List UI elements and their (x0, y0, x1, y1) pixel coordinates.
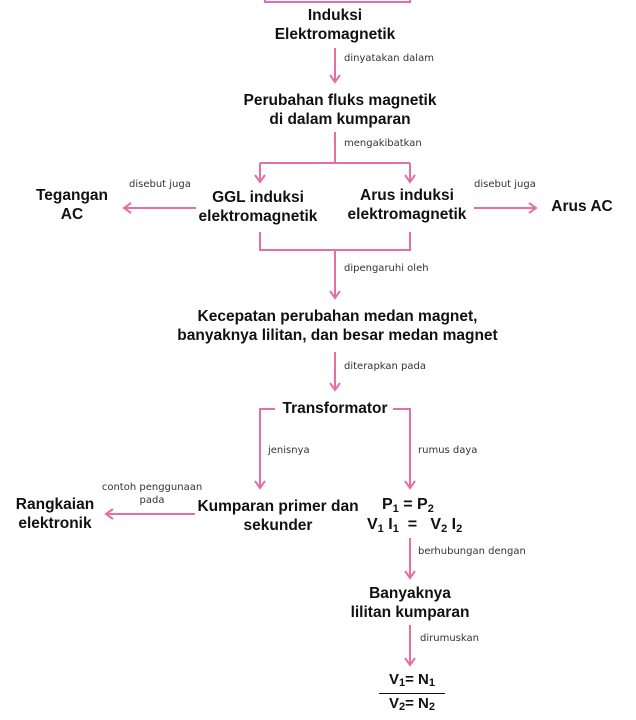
arrowhead (329, 382, 341, 392)
node-ggl: GGL induksi elektromagnetik (186, 188, 330, 226)
label-text: disebut juga (474, 179, 536, 190)
label-rumus-daya: rumus daya (418, 444, 477, 457)
arrowhead (404, 174, 416, 184)
node-text: di dalam kumparan (269, 111, 411, 128)
node-text: Induksi (307, 7, 363, 24)
arrow-line (259, 232, 411, 251)
node-perubahan-fluks: Perubahan fluks magnetik di dalam kumpar… (215, 91, 465, 129)
label-berhubungan: berhubungan dengan (418, 545, 526, 558)
node-kecepatan: Kecepatan perubahan medan magnet, banyak… (150, 307, 525, 345)
node-text: elektromagnetik (347, 206, 467, 223)
node-text: lilitan kumparan (350, 604, 470, 621)
label-text: pada (139, 495, 165, 506)
node-text: Kumparan primer dan (197, 498, 359, 515)
arrowhead (329, 290, 341, 300)
power-equation: P1 = P2 (382, 495, 434, 519)
arrow-line (393, 408, 411, 488)
node-text: Arus AC (551, 198, 613, 215)
label-dirumuskan: dirumuskan (420, 632, 479, 645)
formula-sub: 1 (392, 523, 399, 535)
arrowhead (122, 202, 132, 214)
label-text: dinyatakan dalam (344, 53, 434, 64)
node-transformator: Transformator (275, 399, 395, 418)
formula-part: V (367, 516, 378, 533)
formula-sub: 2 (427, 503, 434, 515)
node-text: Tegangan (35, 187, 109, 204)
label-text: disebut juga (129, 179, 191, 190)
label-mengakibatkan: mengakibatkan (344, 137, 422, 150)
node-text: sekunder (243, 517, 313, 534)
label-text: jenisnya (268, 445, 310, 456)
node-arus-ac: Arus AC (542, 197, 622, 216)
ratio-numerator: V1= N1 (379, 671, 445, 692)
arrowhead (404, 480, 416, 490)
formula-sub: 2 (399, 701, 406, 713)
formula-sub: 2 (456, 523, 463, 535)
node-text: GGL induksi (212, 189, 304, 206)
label-text: rumus daya (418, 445, 478, 456)
fraction-bar (379, 693, 445, 694)
formula-sub: 2 (428, 701, 436, 713)
formula-part: P (382, 496, 393, 513)
formula-sub: 1 (428, 677, 436, 689)
node-text: Kecepatan perubahan medan magnet, (197, 308, 478, 325)
label-text: berhubungan dengan (418, 546, 526, 557)
node-text: Perubahan fluks magnetik (243, 92, 437, 109)
ratio-formula: V1= N1 V2= N2 (379, 671, 445, 716)
node-text: AC (60, 206, 84, 223)
formula-part: = N (405, 671, 429, 688)
formula-part: I (383, 516, 393, 533)
formula-part: V (388, 671, 399, 688)
arrow-line (259, 408, 275, 488)
node-text: Transformator (282, 400, 388, 417)
label-text: mengakibatkan (344, 138, 422, 149)
label-jenisnya: jenisnya (268, 444, 310, 457)
node-rangkaian: Rangkaian elektronik (5, 495, 105, 533)
formula-sub: 1 (392, 503, 399, 515)
formula-part: = N (405, 695, 429, 712)
node-induksi: Induksi Elektromagnetik (250, 6, 420, 44)
node-text: Arus induksi (360, 187, 454, 204)
label-text: diterapkan pada (344, 361, 426, 372)
formula-sub: 1 (399, 677, 406, 689)
formula-sub: 2 (441, 523, 448, 535)
label-text: dirumuskan (420, 633, 479, 644)
arrowhead (254, 174, 266, 184)
label-diterapkan: diterapkan pada (344, 360, 426, 373)
label-dinyatakan: dinyatakan dalam (344, 52, 434, 65)
arrowhead (254, 480, 266, 490)
voltage-equation: V1 I1 = V2 I2 (367, 515, 462, 539)
arrowhead (329, 74, 341, 84)
arrowhead (528, 202, 538, 214)
label-text: dipengaruhi oleh (344, 263, 429, 274)
node-text: elektronik (18, 515, 92, 532)
top-bracket-line (264, 0, 411, 3)
formula-part: I (447, 516, 457, 533)
formula-sub: 1 (377, 523, 384, 535)
arrowhead (404, 570, 416, 580)
label-contoh: contoh penggunaan pada (96, 481, 208, 507)
label-disebut-kanan: disebut juga (474, 178, 536, 191)
node-tegangan-ac: Tegangan AC (22, 186, 122, 224)
formula-part: V (388, 695, 399, 712)
node-text: Elektromagnetik (274, 26, 396, 43)
node-text: Rangkaian (15, 496, 95, 513)
node-arus: Arus induksi elektromagnetik (335, 186, 479, 224)
arrowhead (104, 508, 114, 520)
arrowhead (404, 657, 416, 667)
ratio-denominator: V2= N2 (379, 695, 445, 716)
label-dipengaruhi: dipengaruhi oleh (344, 262, 429, 275)
node-kumparan: Kumparan primer dan sekunder (188, 497, 368, 535)
node-banyaknya: Banyaknya lilitan kumparan (330, 584, 490, 622)
node-text: elektromagnetik (198, 208, 318, 225)
formula-part: = P (403, 496, 428, 513)
label-disebut-kiri: disebut juga (129, 178, 191, 191)
formula-part: = V (398, 516, 442, 533)
label-text: contoh penggunaan (101, 482, 203, 493)
node-text: banyaknya lilitan, dan besar medan magne… (177, 327, 498, 344)
node-text: Banyaknya (369, 585, 451, 602)
